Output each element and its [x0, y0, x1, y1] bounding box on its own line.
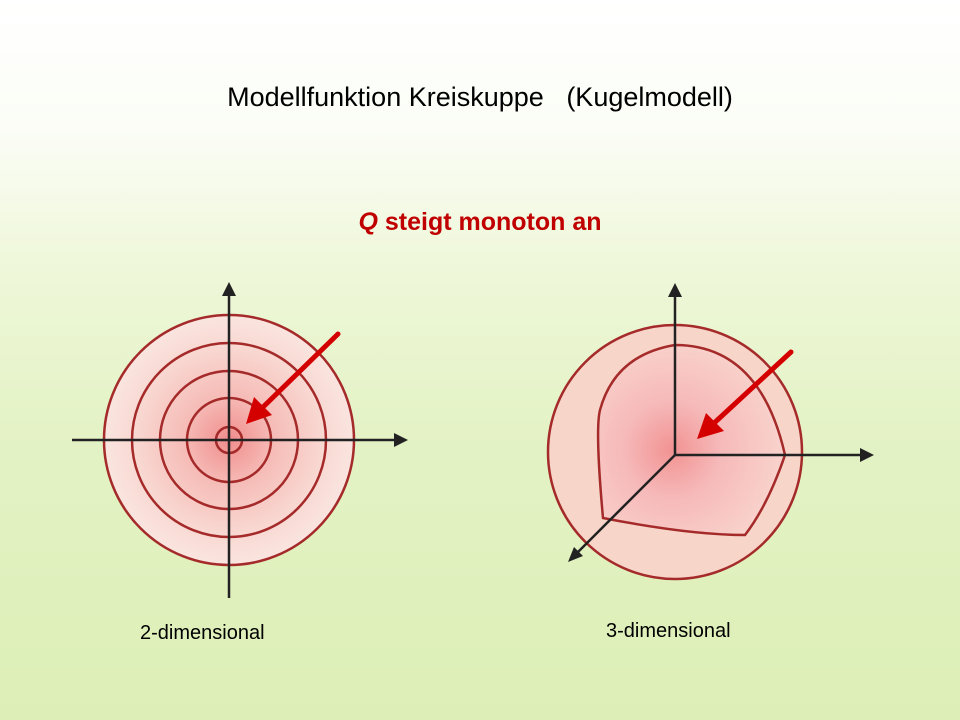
- z-axis-3d-arrowhead: [568, 547, 583, 562]
- direction-arrow-3d-shaft: [709, 349, 794, 428]
- subtitle-symbol: Q: [358, 208, 378, 236]
- diagram-2d: [72, 282, 408, 598]
- direction-arrow-2d-head: [246, 397, 272, 424]
- diagram-3d: [546, 283, 874, 581]
- y-axis-2d-arrowhead: [222, 282, 236, 296]
- sphere-octant-surface: [596, 343, 787, 537]
- y-axis-3d-arrowhead: [668, 283, 682, 297]
- title-aside: (Kugelmodell): [566, 82, 733, 112]
- title-main: Modellfunktion Kreiskuppe: [227, 82, 544, 112]
- x-axis-2d-arrowhead: [394, 433, 408, 447]
- z-axis-3d: [575, 454, 676, 555]
- label-2d: 2-dimensional: [140, 622, 265, 644]
- page-title: Modellfunktion Kreiskuppe (Kugelmodell): [0, 82, 960, 113]
- label-3d: 3-dimensional: [606, 620, 731, 642]
- subtitle-text: steigt monoton an: [377, 208, 602, 236]
- direction-arrow-2d-shaft: [257, 331, 341, 413]
- x-axis-3d-arrowhead: [860, 448, 874, 462]
- direction-arrow-3d-head: [697, 413, 724, 439]
- subtitle: Q steigt monoton an: [0, 208, 960, 237]
